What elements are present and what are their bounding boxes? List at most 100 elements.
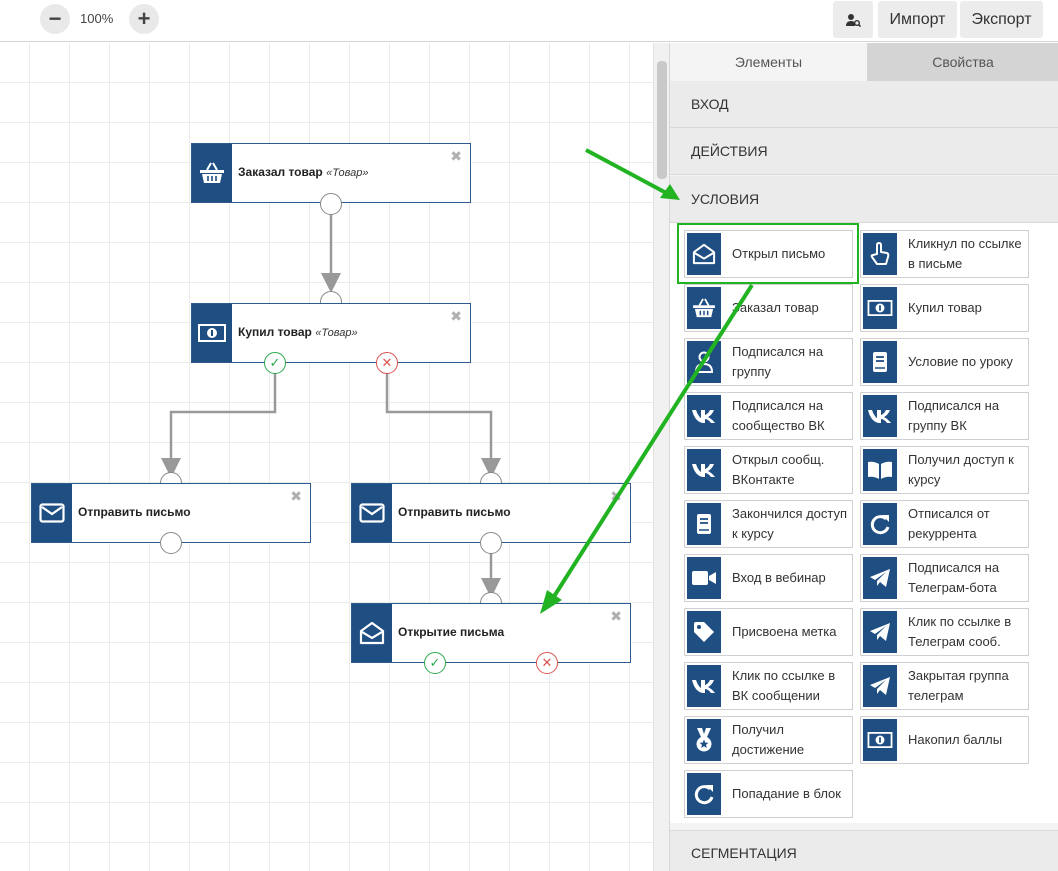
close-icon[interactable]: ✖ — [610, 608, 622, 624]
user-search-icon — [846, 13, 861, 27]
connector-line — [161, 373, 277, 478]
condition-item[interactable]: Заказал товар — [684, 284, 853, 332]
workflow-canvas[interactable]: Заказал товар «Товар» ✖ Купил товар «Тов… — [0, 43, 653, 871]
condition-item[interactable]: Получил доступ к курсу — [860, 446, 1029, 494]
condition-item-label: Закончился доступ к курсу — [732, 506, 848, 541]
import-button[interactable]: Импорт — [878, 1, 957, 38]
condition-item-label: Кликнул по ссылке в письме — [908, 236, 1022, 271]
scrollbar-thumb[interactable] — [657, 61, 667, 179]
canvas-scrollbar[interactable] — [653, 43, 669, 871]
section-segmentation[interactable]: СЕГМЕНТАЦИЯ — [670, 830, 1058, 871]
condition-item[interactable]: Открыл сообщ. ВКонтакте — [684, 446, 853, 494]
connectors — [161, 213, 501, 598]
condition-item[interactable]: Подписался на сообщество ВК — [684, 392, 853, 440]
elements-panel: Элементы Свойства ВХОД ДЕЙСТВИЯ УСЛОВИЯ … — [669, 43, 1058, 871]
condition-item[interactable]: Кликнул по ссылке в письме — [860, 230, 1029, 278]
medal-icon — [687, 719, 721, 761]
envelope-icon — [39, 503, 65, 523]
condition-item[interactable]: Подписался на группу — [684, 338, 853, 386]
section-conditions[interactable]: УСЛОВИЯ — [670, 176, 1058, 223]
node-send-email[interactable]: Отправить письмо ✖ — [31, 483, 311, 543]
condition-item-label: Открыл письмо — [732, 246, 826, 261]
condition-item-label: Клик по ссылке в ВК сообщении — [732, 668, 836, 703]
output-port[interactable] — [160, 532, 182, 554]
condition-item-label: Подписался на группу ВК — [908, 398, 1000, 433]
basket-icon — [687, 287, 721, 329]
condition-item-label: Попадание в блок — [732, 786, 841, 801]
node-order-product[interactable]: Заказал товар «Товар» ✖ — [191, 143, 471, 203]
condition-item-label: Купил товар — [908, 300, 982, 315]
condition-item[interactable]: Накопил баллы — [860, 716, 1029, 764]
close-icon[interactable]: ✖ — [450, 148, 462, 164]
highlight-box — [677, 223, 859, 284]
node-title-text: Купил товар — [238, 325, 312, 339]
node-subtitle: «Товар» — [315, 327, 358, 339]
node-email-open[interactable]: Открытие письма ✖ — [351, 603, 631, 663]
yes-port[interactable]: ✓ — [424, 652, 446, 674]
condition-item-label: Условие по уроку — [908, 354, 1013, 369]
condition-item-label: Открыл сообщ. ВКонтакте — [732, 452, 825, 487]
user-icon — [687, 341, 721, 383]
condition-item[interactable]: Условие по уроку — [860, 338, 1029, 386]
book-icon — [863, 341, 897, 383]
tag-icon — [687, 611, 721, 653]
output-port[interactable] — [320, 193, 342, 215]
telegram-icon — [863, 557, 897, 599]
condition-item[interactable]: Закрытая группа телеграм — [860, 662, 1029, 710]
video-icon — [687, 557, 721, 599]
redo-icon — [863, 503, 897, 545]
condition-item[interactable]: Попадание в блок — [684, 770, 853, 818]
zoom-out-button[interactable]: − — [40, 4, 70, 34]
close-icon[interactable]: ✖ — [450, 308, 462, 324]
condition-item-label: Получил достижение — [732, 722, 805, 757]
condition-item[interactable]: Присвоена метка — [684, 608, 853, 656]
condition-item[interactable]: Вход в вебинар — [684, 554, 853, 602]
money-icon — [863, 287, 897, 329]
output-port[interactable] — [480, 532, 502, 554]
zoom-in-button[interactable]: + — [129, 4, 159, 34]
condition-item[interactable]: Подписался на группу ВК — [860, 392, 1029, 440]
condition-item[interactable]: Закончился доступ к курсу — [684, 500, 853, 548]
node-title: Купил товар «Товар» — [238, 325, 358, 339]
node-title: Отправить письмо — [398, 505, 511, 519]
yes-port[interactable]: ✓ — [264, 352, 286, 374]
user-search-button[interactable] — [833, 1, 873, 38]
condition-item-label: Закрытая группа телеграм — [908, 668, 1009, 703]
vk-icon — [863, 395, 897, 437]
envelope-open-icon — [687, 233, 721, 275]
condition-item[interactable]: Купил товар — [860, 284, 1029, 332]
close-icon[interactable]: ✖ — [290, 488, 302, 504]
condition-item-label: Клик по ссылке в Телеграм сооб. — [908, 614, 1012, 649]
condition-item[interactable]: Клик по ссылке в Телеграм сооб. — [860, 608, 1029, 656]
condition-item[interactable]: Клик по ссылке в ВК сообщении — [684, 662, 853, 710]
plus-icon: + — [137, 6, 151, 31]
node-bought-product[interactable]: Купил товар «Товар» ✖ — [191, 303, 471, 363]
panel-tabs: Элементы Свойства — [670, 43, 1058, 81]
close-icon[interactable]: ✖ — [610, 488, 622, 504]
toolbar: − 100% + Импорт Экспорт — [0, 0, 1058, 42]
condition-item[interactable]: Отписался от рекуррента — [860, 500, 1029, 548]
condition-item-label: Отписался от рекуррента — [908, 506, 990, 541]
condition-item[interactable]: Открыл письмо — [684, 230, 853, 278]
telegram-icon — [863, 611, 897, 653]
vk-icon — [687, 449, 721, 491]
minus-icon: − — [48, 6, 62, 31]
envelope-open-icon — [359, 621, 385, 645]
condition-item[interactable]: Получил достижение — [684, 716, 853, 764]
no-port[interactable]: ✕ — [376, 352, 398, 374]
no-port[interactable]: ✕ — [536, 652, 558, 674]
redo-icon — [687, 773, 721, 815]
vk-icon — [687, 665, 721, 707]
node-title: Открытие письма — [398, 625, 505, 639]
tab-properties[interactable]: Свойства — [867, 43, 1058, 81]
section-input[interactable]: ВХОД — [670, 81, 1058, 128]
open-book-icon — [863, 449, 897, 491]
condition-item[interactable]: Подписался на Телеграм-бота — [860, 554, 1029, 602]
condition-item-label: Вход в вебинар — [732, 570, 826, 585]
node-subtitle: «Товар» — [326, 167, 369, 179]
section-actions[interactable]: ДЕЙСТВИЯ — [670, 128, 1058, 175]
export-button[interactable]: Экспорт — [960, 1, 1043, 38]
tab-elements[interactable]: Элементы — [670, 43, 867, 81]
